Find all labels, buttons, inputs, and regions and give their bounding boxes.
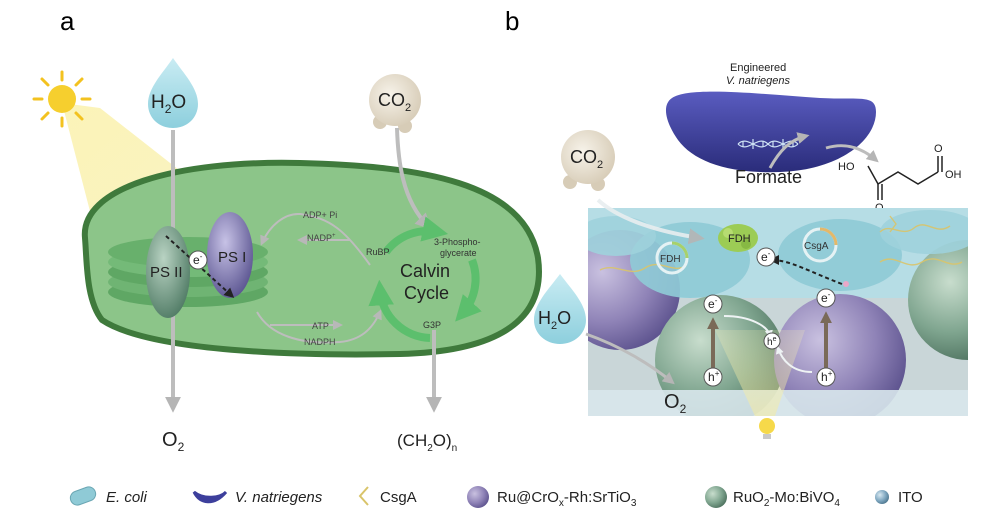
- svg-text:Ru@CrOx-Rh:SrTiO3: Ru@CrOx-Rh:SrTiO3: [497, 489, 637, 509]
- fdh-enzyme-label: FDH: [728, 233, 751, 245]
- legend-v-natriegens: V. natriegens: [192, 489, 323, 506]
- svg-text:E. coli: E. coli: [106, 489, 148, 506]
- legend-ito: ITO: [875, 489, 923, 506]
- adp-label: ADP+ Pi: [303, 210, 337, 220]
- electron-badge-b1: e-: [703, 294, 723, 314]
- calvin-cycle: Calvin Cycle RuBP 3-Phospho- glycerate G…: [366, 216, 482, 342]
- ps1-label: PS I: [218, 249, 246, 266]
- pga-line1: 3-Phospho-: [434, 237, 481, 247]
- water-drop-a: H2O: [148, 58, 198, 128]
- calvin-line2: Cycle: [404, 283, 449, 303]
- pga-line2: glycerate: [440, 248, 477, 258]
- rubp-label: RuBP: [366, 247, 390, 257]
- formate-label: Formate: [735, 167, 802, 187]
- nadph-label: NADPH: [304, 337, 336, 347]
- panel-a-letter: a: [60, 6, 75, 36]
- legend-bivo4: RuO2-Mo:BiVO4: [705, 486, 840, 509]
- panel-b: b Engineered V. natriegens CO2 Formate: [505, 6, 968, 439]
- succinic-acid: [867, 156, 943, 200]
- csga-ring-label: CsgA: [804, 241, 829, 252]
- svg-text:H2O: H2O: [151, 92, 186, 116]
- oxygen-a: O2: [162, 429, 185, 454]
- nadp-label: NADP+: [307, 233, 336, 243]
- oxygen-b: O2: [664, 391, 687, 416]
- legend-csga: CsgA: [358, 486, 417, 506]
- calvin-line1: Calvin: [400, 261, 450, 281]
- electron-badge-b2: e-: [816, 288, 836, 308]
- svg-text:e-: e-: [193, 252, 203, 267]
- biohybrid-scene: FDH CsgA FDH: [588, 208, 968, 416]
- svg-text:ITO: ITO: [898, 489, 923, 506]
- svg-text:RuO2-Mo:BiVO4: RuO2-Mo:BiVO4: [733, 489, 840, 509]
- water-drop-b: H2O: [534, 274, 586, 344]
- svg-text:CO2: CO2: [378, 90, 411, 114]
- bacterium-to-succinate-arrow: [825, 144, 879, 163]
- co2-molecule-b: CO2: [561, 130, 615, 191]
- fdh-intracellular: FDH: [660, 254, 681, 265]
- legend: E. coli V. natriegens CsgA Ru@CrOx-Rh:Sr…: [69, 486, 923, 509]
- svg-text:CO2: CO2: [570, 147, 603, 171]
- electron-badge-b3: e-: [756, 247, 776, 267]
- hole-badge-b2: h+: [816, 367, 836, 387]
- water-a-h: H: [151, 92, 165, 113]
- energy-carrier-arrows: [256, 212, 382, 344]
- succinate-ho: HO: [838, 161, 855, 173]
- atp-label: ATP: [312, 321, 329, 331]
- g3p-label: G3P: [423, 320, 441, 330]
- sugar-product: (CH2O)n: [397, 431, 457, 454]
- svg-text:h+: h+: [708, 369, 720, 384]
- dna-icon: [737, 139, 799, 149]
- engineered-line2: V. natriegens: [726, 75, 791, 87]
- legend-ecoli: E. coli: [69, 486, 148, 506]
- svg-text:CsgA: CsgA: [380, 489, 417, 506]
- co2-to-scene-arrow: [596, 198, 705, 245]
- svg-text:h+: h+: [821, 369, 833, 384]
- svg-text:e-: e-: [821, 290, 831, 305]
- panel-a: a: [32, 6, 542, 454]
- v-natriegens-cell: [665, 91, 876, 173]
- formate-to-bacterium-arrow: [768, 132, 810, 169]
- succinate-oh: OH: [945, 169, 962, 181]
- water-a-sub: 2: [165, 102, 172, 116]
- svg-text:H2O: H2O: [538, 308, 571, 332]
- svg-text:e-: e-: [761, 249, 771, 264]
- co2-molecule-a: CO2: [369, 74, 421, 133]
- hole-badge-b1: h+: [703, 367, 723, 387]
- engineered-line1: Engineered: [730, 62, 786, 74]
- succinate-o-top: O: [934, 143, 943, 155]
- light-bulb-icon: [759, 418, 775, 439]
- ps2-label: PS II: [150, 264, 183, 281]
- hole-electron-pair-badge: he: [763, 332, 781, 350]
- electron-badge-a: e-: [188, 250, 208, 270]
- legend-srtio3: Ru@CrOx-Rh:SrTiO3: [467, 486, 637, 509]
- sun-icon: [32, 70, 92, 128]
- water-a-o: O: [171, 92, 186, 113]
- photosystem-i: PS I: [207, 212, 253, 298]
- svg-text:V. natriegens: V. natriegens: [235, 489, 323, 506]
- svg-text:e-: e-: [708, 296, 718, 311]
- water-to-oxygen-b-arrow: [585, 332, 675, 385]
- panel-b-letter: b: [505, 6, 519, 36]
- svg-text:he: he: [767, 336, 777, 348]
- photosystem-ii: PS II: [146, 226, 190, 318]
